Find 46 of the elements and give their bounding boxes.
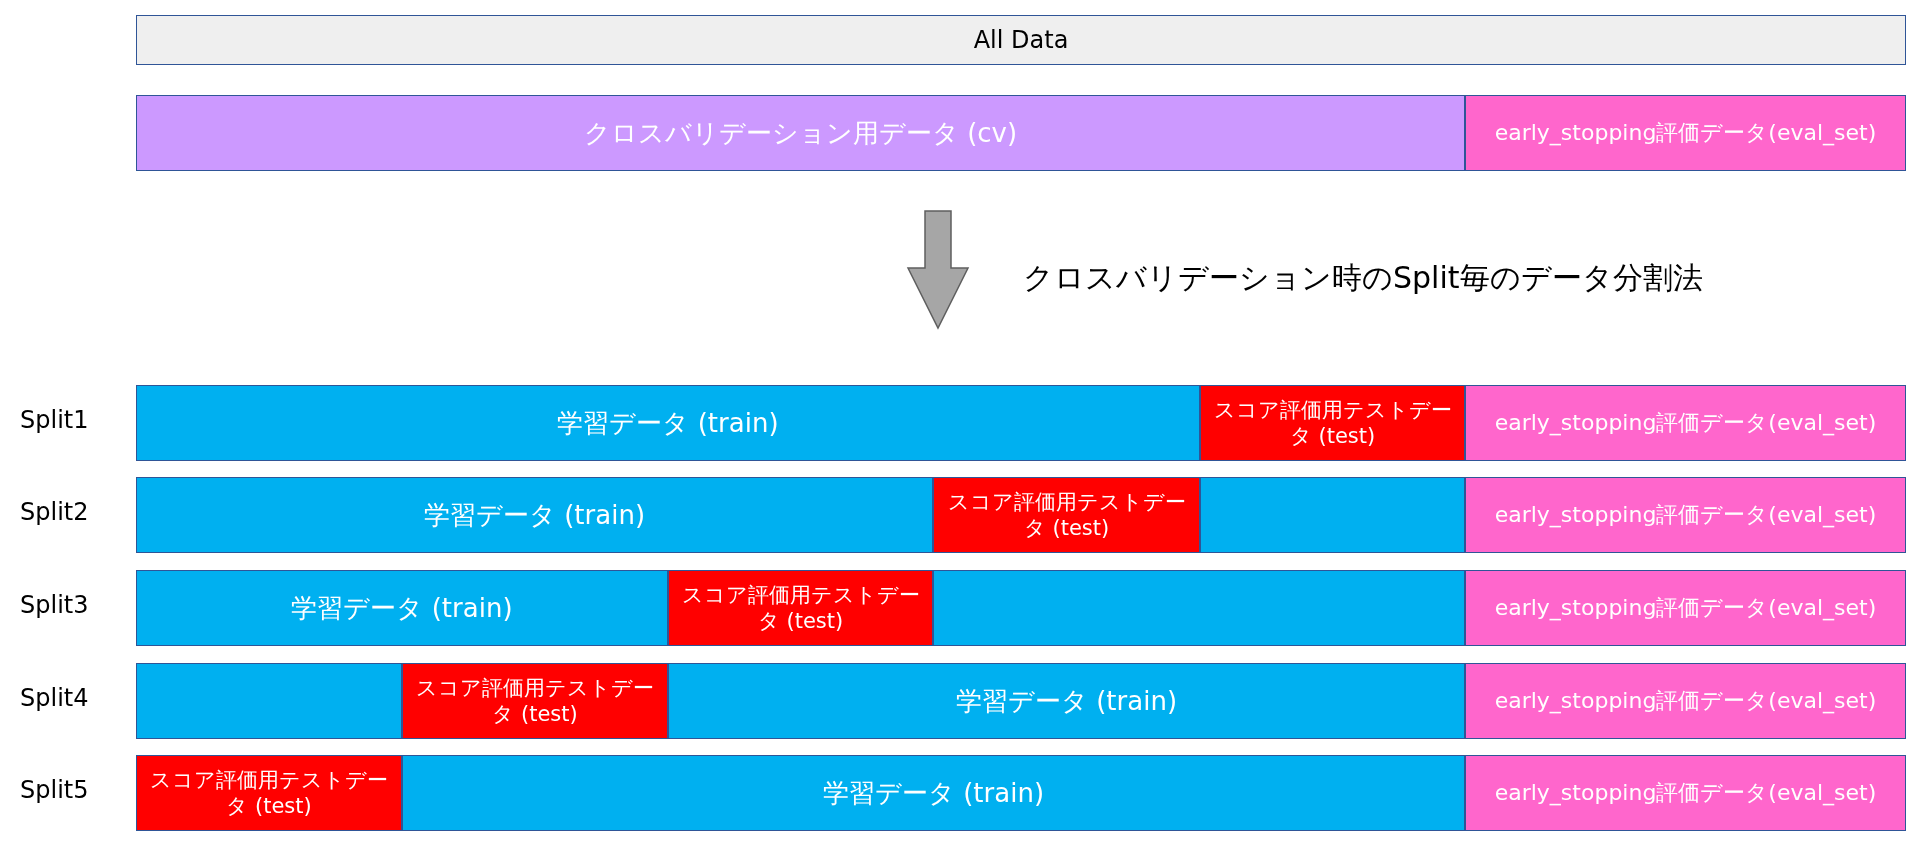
test-data-bar [933, 477, 1200, 553]
arrow-caption: クロスバリデーション時のSplit毎のデータ分割法 [1023, 259, 1703, 297]
cv-data-bar [136, 95, 1465, 171]
train-data-bar [668, 663, 1465, 739]
bar-label: early_stopping評価データ(eval_set) [1493, 594, 1878, 622]
eval-set-bar [1465, 755, 1906, 831]
train-data-bar [136, 663, 402, 739]
train-data-bar [402, 755, 1465, 831]
train-data-bar [136, 385, 1200, 461]
row-label: Split4 [20, 684, 89, 712]
train-data-bar [136, 477, 933, 553]
bar-label: 学習データ (train) [556, 406, 780, 440]
bar-label: early_stopping評価データ(eval_set) [1493, 687, 1878, 715]
bar-label: early_stopping評価データ(eval_set) [1493, 409, 1878, 437]
block-arrow [906, 210, 970, 330]
bar-label: 学習データ (train) [821, 776, 1046, 810]
bar-label: スコア評価用テストデータ (test) [1212, 396, 1453, 450]
test-data-bar [136, 755, 402, 831]
row-label: Split5 [20, 776, 89, 804]
bar-label: early_stopping評価データ(eval_set) [1493, 779, 1878, 807]
all-data-bar [136, 15, 1906, 65]
bar-label: 学習データ (train) [954, 684, 1179, 718]
bar-label: early_stopping評価データ(eval_set) [1493, 501, 1878, 529]
train-data-bar [136, 570, 668, 646]
bar-label: early_stopping評価データ(eval_set) [1493, 119, 1878, 147]
row-label: Split3 [20, 591, 89, 619]
bar-label: スコア評価用テストデータ (test) [415, 674, 655, 728]
eval-set-bar [1465, 570, 1906, 646]
eval-set-bar [1465, 663, 1906, 739]
row-label: Split1 [20, 406, 89, 434]
train-data-bar [1200, 477, 1465, 553]
test-data-bar [402, 663, 668, 739]
bar-label: クロスバリデーション用データ (cv) [582, 116, 1019, 150]
eval-set-bar [1465, 477, 1906, 553]
test-data-bar [668, 570, 933, 646]
bar-label: スコア評価用テストデータ (test) [680, 581, 921, 635]
bar-label: All Data [972, 25, 1070, 55]
bar-label: 学習データ (train) [290, 591, 514, 625]
eval-set-bar [1465, 95, 1906, 171]
row-label: Split2 [20, 498, 89, 526]
bar-label: スコア評価用テストデータ (test) [946, 488, 1187, 542]
bar-label: スコア評価用テストデータ (test) [149, 766, 389, 820]
test-data-bar [1200, 385, 1465, 461]
eval-set-bar [1465, 385, 1906, 461]
bar-label: 学習データ (train) [422, 498, 647, 532]
train-data-bar [933, 570, 1465, 646]
